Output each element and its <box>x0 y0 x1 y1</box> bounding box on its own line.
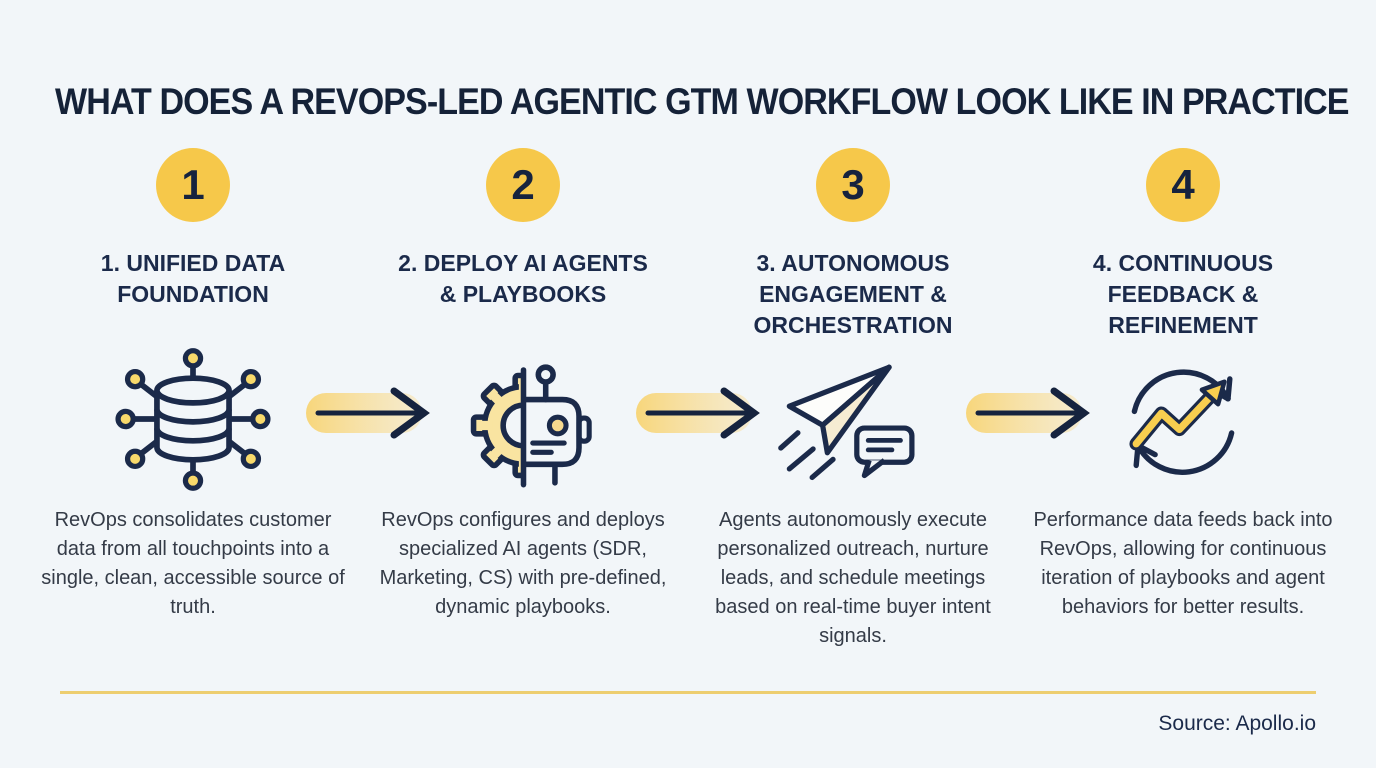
flow-arrow-icon <box>306 387 430 439</box>
feedback-loop-icon <box>1129 368 1235 475</box>
step-3-icon-box <box>758 344 948 494</box>
step-2-description: RevOps configures and deploys specialize… <box>379 509 667 618</box>
step-3-title: 3. AUTONOMOUS ENGAGEMENT & ORCHESTRATION <box>753 250 953 338</box>
step-3-number-badge: 3 <box>816 148 890 222</box>
step-4-icon-box <box>1093 344 1273 494</box>
step-3-column: 3 3. AUTONOMOUS ENGAGEMENT & ORCHESTRATI… <box>688 148 1018 671</box>
paper-plane-chat-icon <box>778 364 915 480</box>
step-2-column: 2 2. DEPLOY AI AGENTS & PLAYBOOKS <box>358 148 688 671</box>
source-attribution: Source: Apollo.io <box>1158 712 1316 735</box>
step-1-title: 1. UNIFIED DATA FOUNDATION <box>100 250 286 307</box>
flow-arrow-icon <box>636 387 760 439</box>
footer-divider <box>60 691 1316 694</box>
step-3-description: Agents autonomously execute personalized… <box>715 509 991 647</box>
step-1-icon-box <box>98 344 288 494</box>
step-2-number-badge: 2 <box>486 148 560 222</box>
page-title: WHAT DOES A REVOPS-LED AGENTIC GTM WORKF… <box>55 80 1349 122</box>
database-network-icon <box>115 348 271 491</box>
step-4-number-badge: 4 <box>1146 148 1220 222</box>
flow-arrow-icon <box>966 387 1090 439</box>
gear-robot-icon <box>470 364 592 488</box>
step-1-number-badge: 1 <box>156 148 230 222</box>
step-2-icon-box <box>431 344 616 494</box>
step-4-column: 4 4. CONTINUOUS FEEDBACK & REFINEMENT <box>1018 148 1348 671</box>
step-1-description: RevOps consolidates customer data from a… <box>41 509 345 618</box>
step-4-description: Performance data feeds back into RevOps,… <box>1033 509 1333 618</box>
step-2-title: 2. DEPLOY AI AGENTS & PLAYBOOKS <box>398 250 648 307</box>
workflow-steps: 1 1. UNIFIED DATA FOUNDATION <box>28 148 1348 671</box>
step-1-column: 1 1. UNIFIED DATA FOUNDATION <box>28 148 358 671</box>
step-4-title: 4. CONTINUOUS FEEDBACK & REFINEMENT <box>1092 250 1274 338</box>
